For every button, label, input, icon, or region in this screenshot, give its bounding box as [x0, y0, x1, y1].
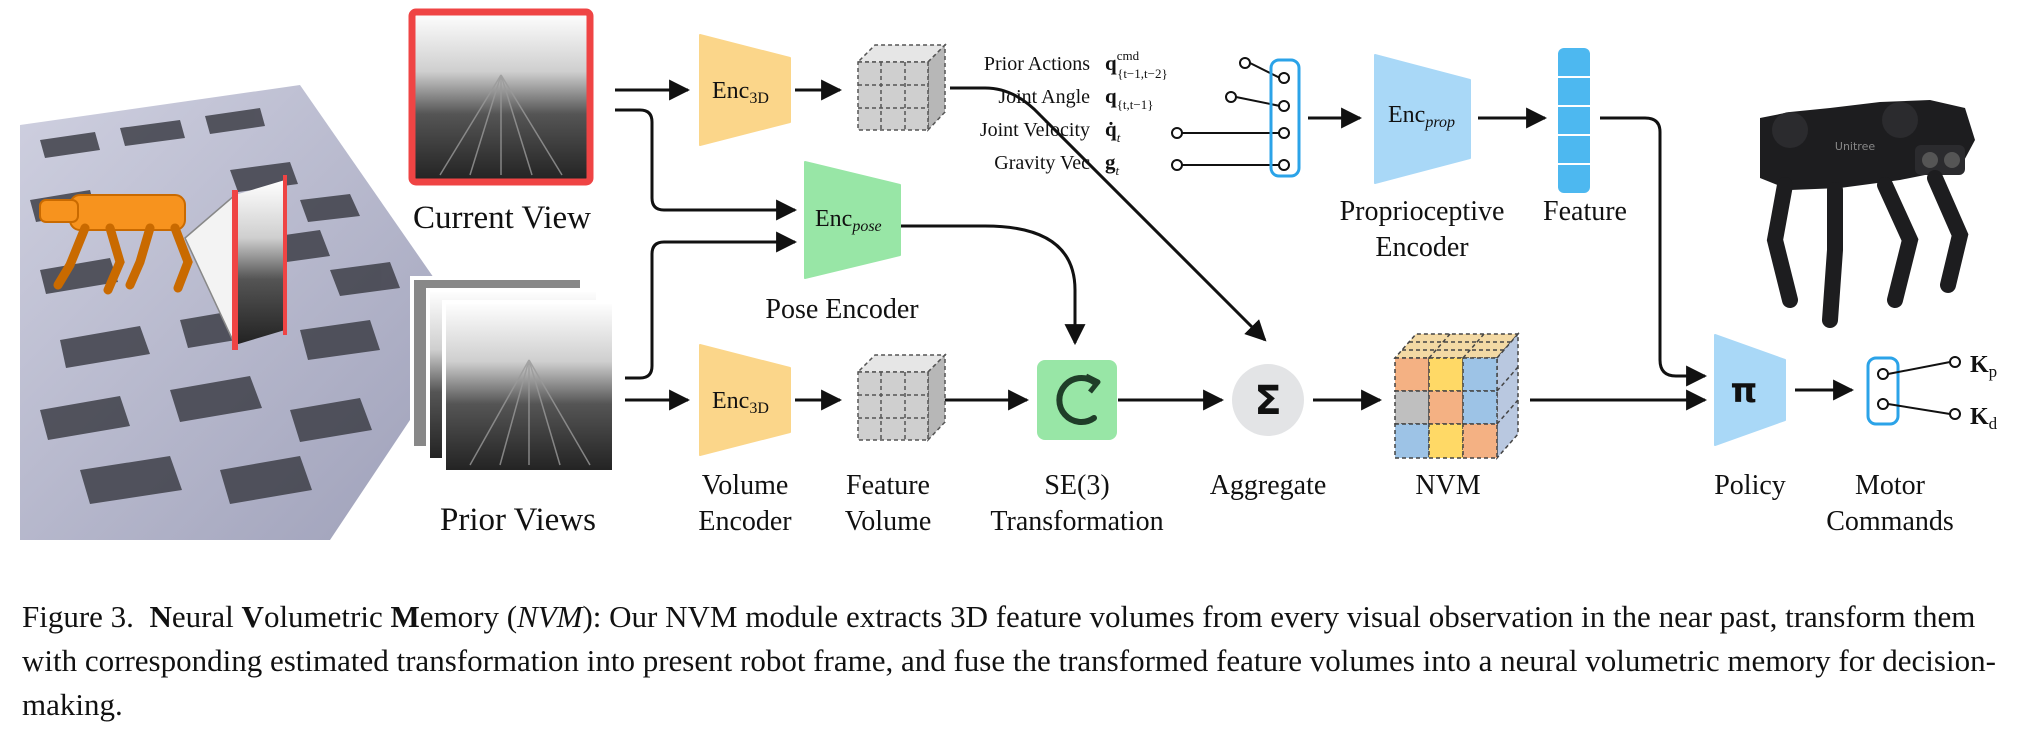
policy-label: Policy	[1714, 470, 1786, 501]
motor-commands-label-1: Motor	[1855, 470, 1926, 501]
caption-n: N	[149, 599, 172, 634]
caption-v: V	[241, 599, 264, 634]
se3-label-1: SE(3)	[1044, 470, 1109, 501]
gravity-vec-label: Gravity Vec	[994, 152, 1090, 174]
feature-label: Feature	[1543, 196, 1627, 227]
prior-views-image	[410, 276, 616, 474]
svg-text:Encprop: Encprop	[1388, 102, 1455, 131]
pose-encoder-label: Pose Encoder	[765, 294, 919, 325]
arrow-top-volume-to-aggregate	[950, 86, 1267, 342]
prior-actions-label: Prior Actions	[984, 53, 1090, 75]
svg-text:π: π	[1731, 371, 1758, 411]
caption-m: M	[390, 599, 420, 634]
caption-eural: eural	[171, 599, 242, 634]
current-view-label: Current View	[413, 200, 591, 236]
caption-olumetric: olumetric	[263, 599, 391, 634]
robot-dog-image: Unitree	[1760, 100, 1975, 328]
feature-bar	[1558, 48, 1590, 193]
encprop-block: Encprop	[1374, 54, 1471, 184]
kd-symbol: Kd	[1970, 404, 1998, 433]
camera-frustum	[184, 175, 287, 350]
arrow-current-to-encpose	[615, 108, 798, 221]
enc3d-bottom-block: Enc3D	[699, 344, 791, 456]
caption-body: ): Our NVM module extracts 3D feature vo…	[22, 599, 1996, 722]
caption-prefix: Figure 3.	[22, 599, 134, 634]
nvm-cube	[1393, 332, 1520, 460]
enc3d-top-block: Enc3D	[699, 34, 791, 146]
svg-text:Σ: Σ	[1254, 378, 1281, 424]
arrow-encpose-to-se3	[900, 224, 1086, 346]
g-symbol: gt	[1105, 150, 1120, 178]
robot-logo: Unitree	[1835, 140, 1875, 153]
svg-text:Enc3D: Enc3D	[712, 388, 769, 417]
aggregate-label: Aggregate	[1210, 470, 1327, 501]
terrain-scene-image	[20, 85, 470, 540]
orange-robot	[39, 194, 193, 295]
se3-block	[1037, 360, 1117, 440]
feature-volume-label-1: Feature	[846, 470, 930, 501]
volume-encoder-label-2: Encoder	[698, 506, 792, 537]
proprioceptive-label-2: Encoder	[1375, 232, 1469, 263]
output-port-bracket	[1866, 356, 1900, 426]
arrow-feature-to-policy	[1600, 116, 1708, 387]
encpose-block: Encpose	[804, 161, 901, 279]
svg-text:Enc3D: Enc3D	[712, 78, 769, 107]
svg-text:Encpose: Encpose	[815, 206, 882, 235]
figure-caption: Figure 3. Neural Volumetric Memory (NVM)…	[22, 595, 2012, 727]
current-view-image	[408, 8, 594, 186]
motor-command-outputs: Kp Kd	[1866, 352, 1998, 433]
q-cmd-symbol: qcmd{t−1,t−2}	[1105, 48, 1168, 81]
proprio-inputs: Prior Actions Joint Angle Joint Velocity…	[980, 48, 1301, 178]
feature-volume-top-cube	[856, 43, 947, 132]
caption-emory: emory (	[419, 599, 518, 634]
joint-velocity-label: Joint Velocity	[980, 119, 1090, 141]
qdot-symbol: q̇t	[1105, 117, 1121, 145]
q-symbol: q{t,t−1}	[1105, 84, 1153, 112]
motor-commands-label-2: Commands	[1826, 506, 1954, 537]
prior-views-label: Prior Views	[440, 502, 596, 538]
aggregate-block: Σ	[1232, 364, 1304, 436]
feature-volume-bottom-cube	[856, 353, 947, 442]
policy-block: π	[1714, 334, 1786, 446]
volume-encoder-label-1: Volume	[702, 470, 789, 501]
proprioceptive-label-1: Proprioceptive	[1340, 196, 1505, 227]
kp-symbol: Kp	[1970, 352, 1997, 381]
nvm-architecture-figure: Current View Prior Views Enc3D	[20, 8, 1998, 540]
feature-volume-label-2: Volume	[845, 506, 932, 537]
caption-abbr: NVM	[517, 599, 583, 634]
arrow-prior-to-encpose	[625, 231, 798, 380]
nvm-label: NVM	[1415, 470, 1480, 501]
se3-label-2: Transformation	[990, 506, 1163, 537]
joint-angle-label: Joint Angle	[998, 86, 1090, 108]
input-port-bracket	[1269, 58, 1301, 178]
